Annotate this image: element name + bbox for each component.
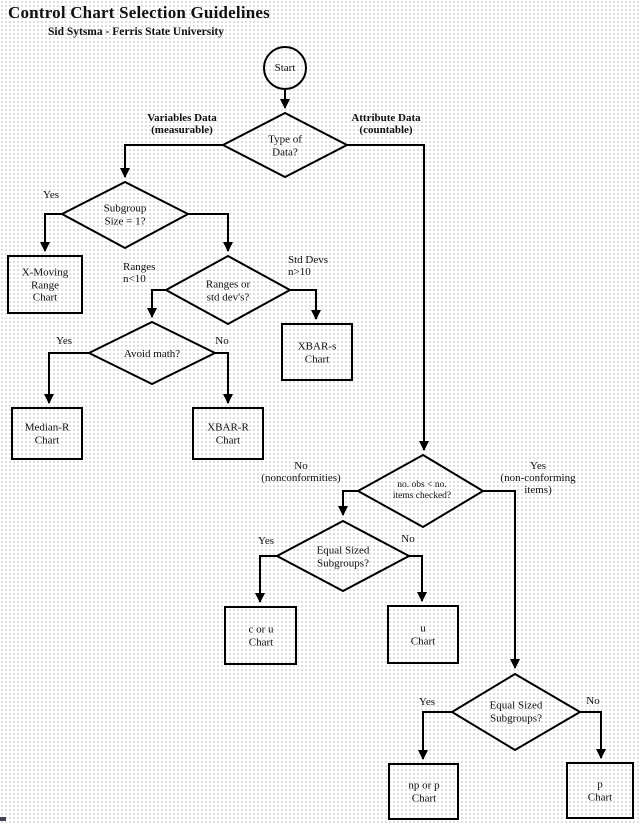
xbar-r-label: XBAR-R Chart [207, 421, 249, 447]
x-moving-range-label: X-Moving Range Chart [21, 266, 69, 304]
p-box [566, 762, 634, 819]
edge-label-subgroup-yes: Yes [42, 189, 60, 201]
edge-ranges-to-xbars [290, 289, 321, 320]
c-or-u-box [224, 606, 297, 665]
edge-equal2-no-to-p [580, 711, 606, 759]
np-or-p-label: np or p Chart [408, 779, 440, 805]
edge-avoidmath-yes-to-medianr [44, 352, 89, 404]
edge-avoidmath-no-to-xbarr [215, 352, 233, 404]
type-of-data-label: Type of Data? [268, 133, 302, 159]
edge-label-equal2-no: No [586, 695, 600, 707]
page-title: Control Chart Selection Guidelines [8, 3, 270, 22]
edge-type-to-obs [347, 144, 429, 451]
edge-label-ranges-n-lt-10: Ranges n<10 [123, 261, 156, 285]
subgroup-size-label: Subgroup Size = 1? [103, 202, 147, 228]
edge-obs-yes-to-equal2 [483, 490, 520, 669]
c-or-u-label: c or u Chart [248, 623, 274, 649]
edge-type-to-subgroup [120, 144, 223, 178]
type-of-data-diamond [220, 111, 350, 179]
edge-equal1-no-to-u [409, 555, 427, 602]
avoid-math-label: Avoid math? [123, 347, 181, 360]
edge-subgroup-no-to-ranges [188, 213, 233, 252]
obs-vs-items-diamond [355, 453, 485, 529]
u-chart-label: u Chart [410, 622, 436, 648]
scan-artifact-mark [0, 817, 6, 821]
edge-label-nonconforming-yes: Yes (non-conforming items) [500, 460, 576, 496]
edge-label-equal2-yes: Yes [418, 696, 436, 708]
edge-label-variables-data: Variables Data (measurable) [147, 112, 217, 136]
avoid-math-diamond [86, 320, 218, 386]
edge-label-avoid-math-yes: Yes [55, 335, 73, 347]
ranges-or-stddevs-diamond [163, 254, 293, 326]
equal-sized-2-label: Equal Sized Subgroups? [489, 699, 543, 725]
edge-obs-no-to-equal1 [338, 490, 358, 516]
edge-label-attribute-data: Attribute Data (countable) [351, 112, 421, 136]
u-box [387, 605, 459, 664]
ranges-or-stddevs-label: Ranges or std dev's? [205, 278, 251, 304]
edge-label-nonconformities-no: No (nonconformities) [261, 460, 341, 484]
start-node [263, 46, 307, 90]
np-or-p-box [388, 763, 459, 820]
page-subtitle: Sid Sytsma - Ferris State University [48, 26, 224, 38]
xbar-r-box [192, 407, 264, 460]
edge-label-avoid-math-no: No [215, 335, 229, 347]
obs-vs-items-label: no. obs < no. items checked? [392, 480, 452, 501]
xbar-s-label: XBAR-s Chart [297, 340, 337, 366]
edge-equal1-yes-to-coru [255, 555, 277, 603]
edge-label-equal1-no: No [401, 533, 415, 545]
start-label: Start [274, 61, 296, 74]
equal-sized-1-label: Equal Sized Subgroups? [316, 544, 370, 570]
x-moving-range-box [7, 255, 83, 314]
median-r-box [11, 407, 83, 460]
p-chart-label: p Chart [587, 778, 613, 804]
edge-subgroup-yes-to-xmoving [40, 213, 62, 252]
xbar-s-box [281, 323, 353, 381]
edge-ranges-to-avoidmath [147, 289, 166, 318]
median-r-label: Median-R Chart [24, 421, 70, 447]
edge-label-std-devs-n-gt-10: Std Devs n>10 [288, 254, 329, 278]
edge-equal2-yes-to-nporp [418, 711, 452, 760]
equal-sized-2-diamond [450, 672, 582, 752]
subgroup-size-diamond [59, 180, 191, 250]
equal-sized-1-diamond [274, 519, 412, 593]
edge-label-equal1-yes: Yes [257, 535, 275, 547]
